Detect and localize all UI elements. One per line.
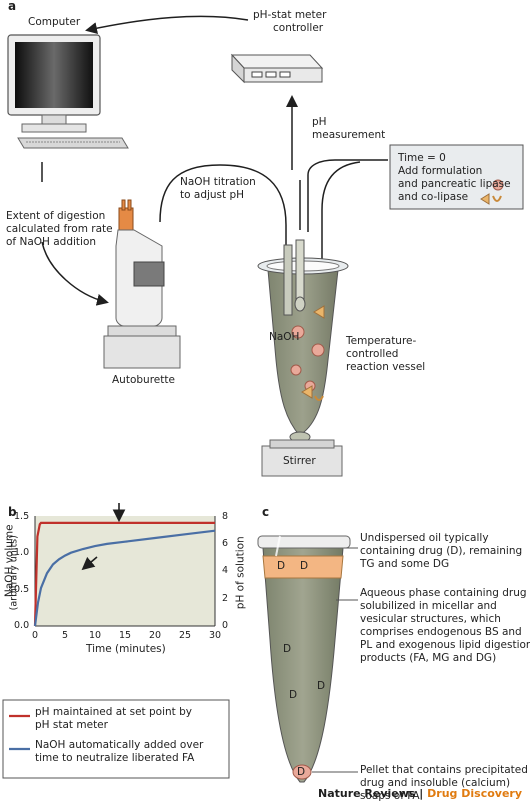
x-tick: 0: [32, 630, 39, 641]
x-tick: 5: [62, 630, 69, 641]
y-left-tick: 1.5: [14, 511, 30, 522]
time-box-2: Add formulation: [398, 165, 483, 177]
pellet-text-2: drug and insoluble (calcium): [360, 777, 511, 789]
footer-separator: |: [415, 787, 428, 800]
y-right-tick: 6: [222, 538, 229, 549]
oil-text-3: TG and some DG: [360, 558, 450, 570]
time-box-3: and pancreatic lipase: [398, 178, 511, 190]
ph-stat-meter-illustration: [230, 53, 324, 84]
centrifuge-tube-illustration: [257, 535, 351, 783]
chart-series-group: [33, 521, 216, 627]
aqueous-text-6: products (FA, MG and DG): [360, 652, 497, 664]
panel-label-c: c: [262, 505, 270, 519]
legend-red-text-1: pH maintained at set point by: [35, 706, 192, 718]
x-axis-label: Time (minutes): [86, 643, 166, 655]
aqueous-text-3: vesicular structures, which: [360, 613, 501, 625]
aqueous-text-4: comprises endogenous BS and: [360, 626, 522, 638]
time-box-1: Time = 0: [398, 152, 446, 164]
y-left-tick: 0.0: [14, 620, 30, 631]
vessel-label-1: Temperature-: [346, 335, 417, 347]
journal-footer: Nature Reviews | Drug Discovery: [318, 787, 522, 800]
legend-red-text-2: pH stat meter: [35, 719, 108, 731]
naoh-curve-arrow: [81, 556, 98, 571]
x-tick: 20: [149, 630, 162, 641]
meter-label-2: controller: [273, 22, 324, 34]
naoh-series-line: [33, 529, 216, 627]
y-right-tick: 8: [222, 511, 229, 522]
flow-arrows: [41, 15, 388, 335]
y-left-tick: 0.5: [14, 584, 30, 595]
y-right-tick: 0: [222, 620, 229, 631]
time-box-4: and co-lipase: [398, 191, 469, 203]
footer-brand-1: Nature Reviews: [317, 787, 416, 800]
callout-lines: [312, 547, 358, 773]
ph-measurement-2: measurement: [312, 129, 386, 141]
footer-brand-2: Drug Discovery: [427, 787, 522, 800]
ph-series-line: [33, 521, 215, 627]
naoh-label: NaOH: [269, 331, 300, 343]
naoh-titration-2: to adjust pH: [180, 189, 245, 201]
digestion-3: of NaOH addition: [6, 236, 97, 248]
formulation-droplet-icon: [492, 179, 504, 191]
autoburette-illustration: [103, 199, 181, 369]
drug-mark: D: [289, 689, 298, 701]
drug-mark: D: [317, 680, 326, 692]
computer-illustration: [7, 34, 129, 149]
drug-mark: D: [283, 643, 292, 655]
meter-label-1: pH-stat meter: [253, 9, 327, 21]
y-right-label: pH of solution: [234, 536, 247, 610]
pellet-text-1: Pellet that contains precipitated: [360, 764, 528, 776]
lipase-icon: [480, 193, 490, 205]
drug-mark: D: [300, 560, 309, 572]
reaction-vessel-illustration: [257, 239, 349, 477]
y-left-tick: 1.0: [14, 547, 30, 558]
x-tick: 10: [89, 630, 102, 641]
x-tick: 25: [179, 630, 192, 641]
colipase-icon: [492, 195, 502, 202]
drug-mark: D: [297, 766, 306, 778]
digestion-2: calculated from rate: [6, 223, 113, 235]
oil-text-2: containing drug (D), remaining: [360, 545, 523, 557]
x-tick: 15: [119, 630, 132, 641]
aqueous-text-2: solubilized in micellar and: [360, 600, 497, 612]
autoburette-label: Autoburette: [112, 374, 175, 386]
aqueous-text-1: Aqueous phase containing drug: [360, 587, 527, 599]
y-right-tick: 2: [222, 593, 229, 604]
digestion-1: Extent of digestion: [6, 210, 106, 222]
naoh-titration-1: NaOH titration: [180, 176, 256, 188]
stirrer-label: Stirrer: [283, 455, 316, 467]
oil-text-1: Undispersed oil typically: [360, 532, 489, 544]
drug-mark: D: [277, 560, 286, 572]
y-left-label-2: (arbitrary units): [8, 535, 20, 611]
pellet-text-3: soaps of FA: [360, 790, 420, 802]
ph-measurement-1: pH: [312, 116, 327, 128]
vessel-label-3: reaction vessel: [346, 361, 426, 373]
vessel-label-2: controlled: [346, 348, 399, 360]
computer-label: Computer: [28, 16, 81, 28]
legend-blue-text-1: NaOH automatically added over: [35, 739, 204, 751]
panel-label-b: b: [8, 505, 17, 519]
x-tick: 30: [209, 630, 222, 641]
plot-area: [35, 516, 215, 626]
y-right-tick: 4: [222, 565, 229, 576]
aqueous-text-5: PL and exogenous lipid digestion: [360, 639, 530, 651]
panel-label-a: a: [8, 0, 17, 13]
legend-box: [2, 699, 230, 779]
legend-blue-text-2: time to neutralize liberated FA: [35, 752, 195, 764]
